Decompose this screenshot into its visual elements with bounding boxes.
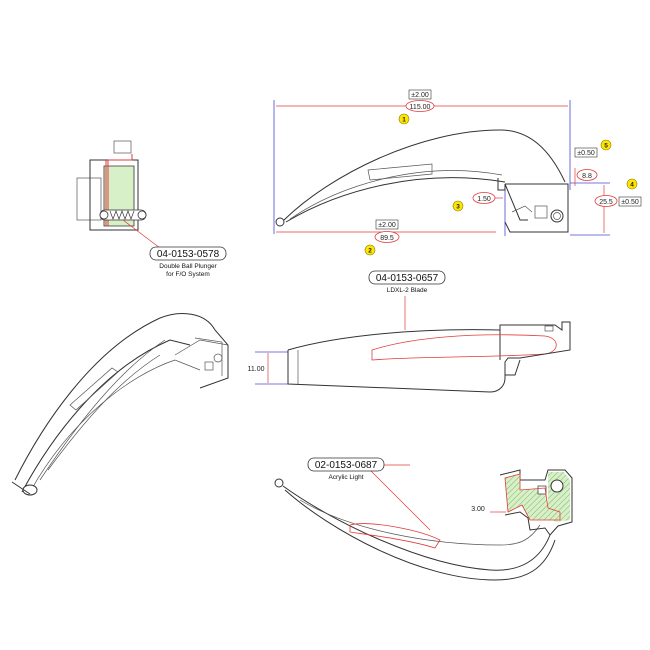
balloon-5-label: 5 bbox=[604, 143, 608, 150]
blade-part-box bbox=[368, 270, 446, 285]
balloon-4-label: 4 bbox=[630, 182, 634, 189]
balloon-2-label: 2 bbox=[368, 248, 372, 255]
lower-length: 89.5 bbox=[380, 235, 394, 242]
balloon-2 bbox=[364, 244, 376, 256]
balloon-3-label: 3 bbox=[456, 204, 460, 211]
plunger-part-number: 04-0153-0578 bbox=[157, 249, 220, 260]
blade-caption: LDXL-2 Blade bbox=[387, 287, 428, 294]
dim-88-oval bbox=[576, 169, 598, 181]
blade-side-view bbox=[255, 321, 571, 393]
dim-88-tol: ±0.50 bbox=[577, 150, 595, 157]
balloon-5 bbox=[600, 139, 612, 151]
balloon-1 bbox=[398, 113, 410, 125]
balloon-4 bbox=[626, 178, 638, 190]
dim-150: 1.50 bbox=[477, 196, 491, 203]
balloon-1-label: 1 bbox=[402, 117, 406, 124]
plunger-caption-2: for F/O System bbox=[166, 271, 210, 278]
overall-length-oval bbox=[405, 100, 435, 112]
blade-part-number: 04-0153-0657 bbox=[376, 273, 439, 284]
acrylic-light-drawing bbox=[274, 469, 573, 581]
tol-box-1 bbox=[408, 89, 432, 100]
light-part-box bbox=[307, 457, 385, 472]
dim-255-tol: ±0.50 bbox=[621, 199, 639, 206]
plunger-section-drawing bbox=[76, 140, 161, 249]
dim-255: 25.5 bbox=[599, 199, 613, 206]
plunger-caption-1: Double Ball Plunger bbox=[159, 263, 217, 270]
tol-box-2 bbox=[375, 219, 399, 230]
lower-length-tol: ±2.00 bbox=[378, 222, 396, 229]
tol-box-4 bbox=[618, 196, 642, 207]
blade-isometric-view bbox=[11, 313, 229, 496]
light-caption: Acrylic Light bbox=[328, 474, 363, 481]
plunger-part-box bbox=[149, 246, 227, 261]
balloon-3 bbox=[452, 200, 464, 212]
dim-88: 8.8 bbox=[582, 173, 592, 180]
light-gap-dim: 3.00 bbox=[471, 506, 485, 513]
side-height-dim: 11.00 bbox=[248, 366, 265, 373]
tol-box-5 bbox=[574, 147, 598, 158]
light-part-number: 02-0153-0687 bbox=[315, 460, 378, 471]
lower-length-oval bbox=[374, 231, 400, 243]
overall-length-tol: ±2.00 bbox=[411, 92, 429, 99]
dim-255-oval bbox=[594, 195, 618, 207]
overall-length: 115.00 bbox=[410, 104, 431, 111]
blade-top-view bbox=[273, 100, 610, 236]
